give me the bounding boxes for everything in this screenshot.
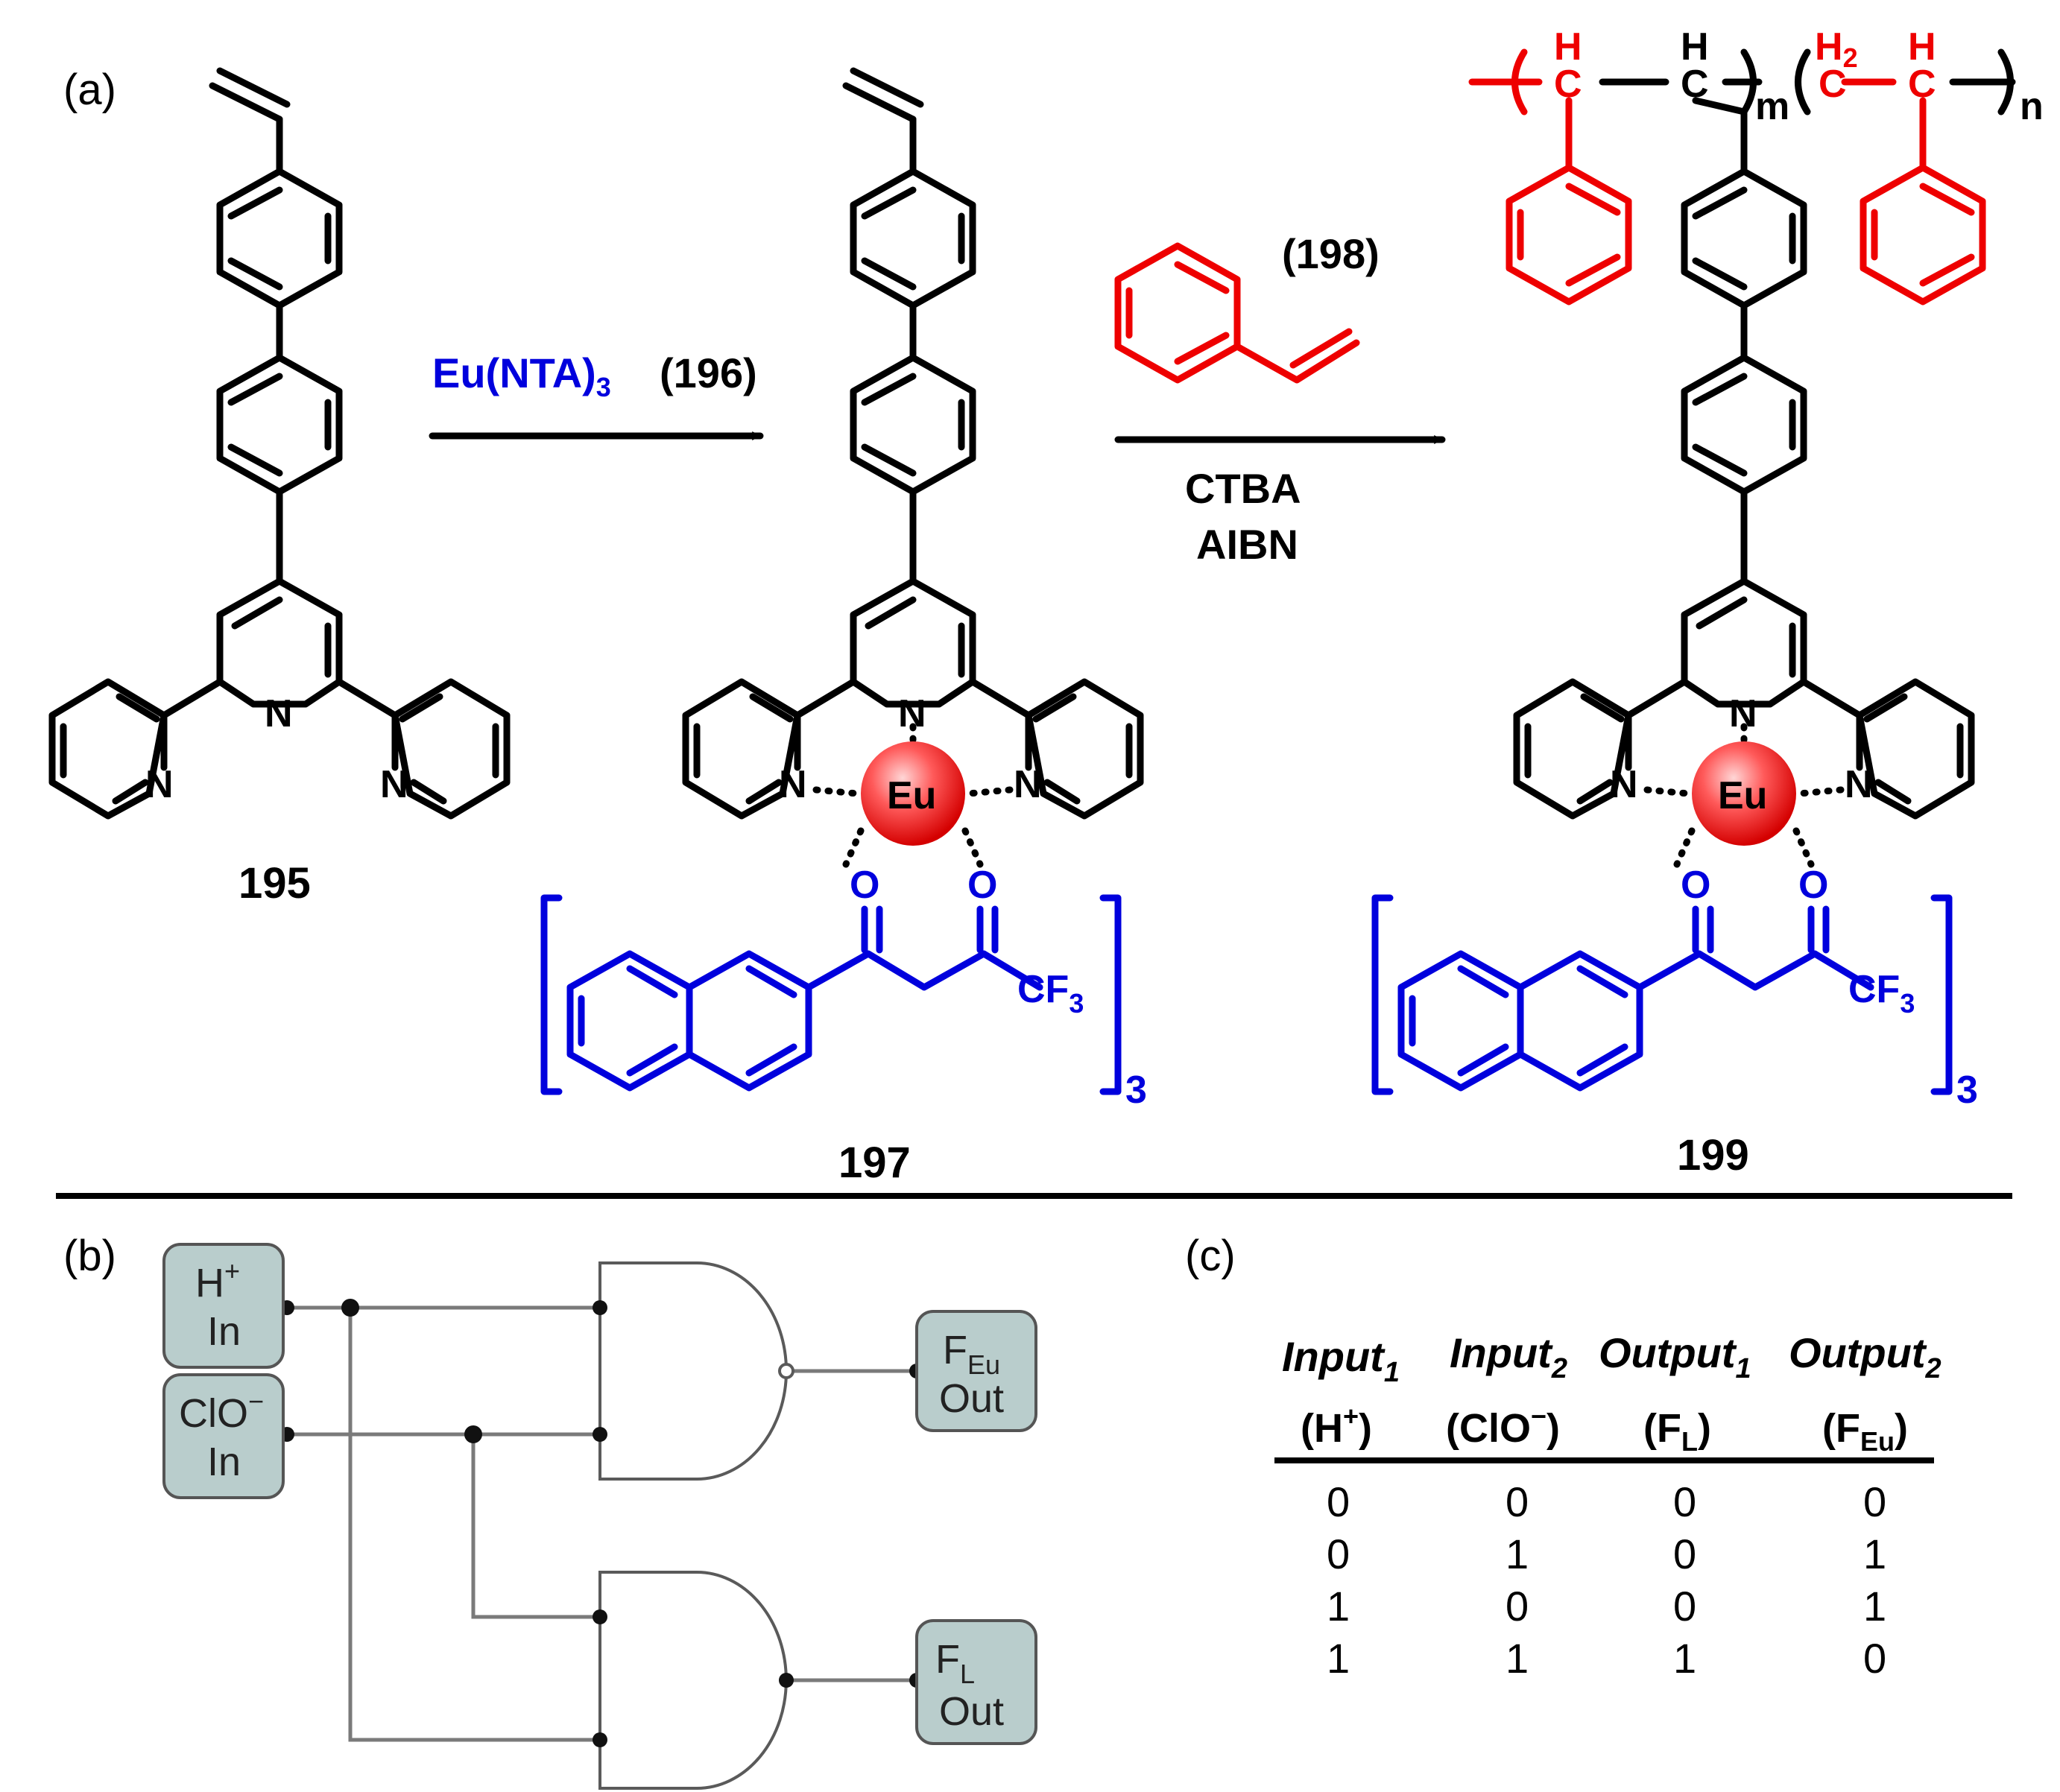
input-clo-box (162, 1373, 285, 1499)
atom-n-left-195: N (145, 763, 174, 806)
ntA-ligand-197 (540, 894, 1122, 1095)
cell-r1-c1: 0 (1327, 1478, 1350, 1525)
header-input-1: Input1 (1282, 1333, 1400, 1388)
eu-center-199 (1692, 741, 1796, 846)
output-fl-out: Out (939, 1689, 1004, 1734)
cell-r3-c3: 0 (1673, 1583, 1696, 1630)
atom-c-right1-199: C (1819, 63, 1847, 106)
cell-r3-c1: 1 (1327, 1583, 1350, 1630)
styrene-198 (1114, 242, 1360, 384)
atom-c-right2-199: C (1908, 63, 1936, 106)
subscript-n-199: n (2020, 85, 2044, 128)
input-h-plus-label: H+ (195, 1256, 240, 1305)
condition-aibn: AIBN (1196, 521, 1298, 568)
compound-195-label: 195 (238, 859, 311, 908)
cell-r2-c3: 0 (1673, 1530, 1696, 1577)
atom-o2-197: O (967, 864, 997, 907)
compound-197-label: 197 (838, 1139, 911, 1187)
condition-ctba: CTBA (1185, 465, 1301, 512)
atom-cf3-197: CF3 (1017, 968, 1084, 1019)
cell-r4-c3: 1 (1673, 1635, 1696, 1682)
reagent-198-id: (198) (1282, 230, 1380, 277)
atom-h-mid-199: H (1681, 25, 1709, 69)
output-feu-box (915, 1310, 1037, 1432)
input-h-plus-in: In (207, 1309, 241, 1354)
atom-o2-199: O (1798, 864, 1828, 907)
atom-n-left-199: N (1610, 763, 1638, 806)
header-sig-h: (H+) (1301, 1401, 1372, 1451)
atom-o1-199: O (1681, 864, 1710, 907)
atom-h2-199: H2 (1815, 25, 1858, 73)
atom-n-right-195: N (380, 763, 408, 806)
input-clo-in: In (207, 1440, 241, 1484)
atom-h-left-199: H (1554, 25, 1582, 69)
truth-table-body: 0 0 0 0 0 1 0 1 1 0 0 1 1 1 1 0 (1327, 1478, 1886, 1682)
header-input-2: Input2 (1450, 1329, 1567, 1384)
atom-h-right-199: H (1908, 25, 1936, 69)
cell-r1-c4: 0 (1863, 1478, 1886, 1525)
cell-r4-c1: 1 (1327, 1635, 1350, 1682)
cell-r2-c1: 0 (1327, 1530, 1350, 1577)
atom-c-mid-199: C (1681, 63, 1709, 106)
cell-r4-c2: 1 (1505, 1635, 1529, 1682)
reagent-196-id: (196) (660, 349, 757, 396)
header-sig-feu: (FEu) (1822, 1406, 1908, 1457)
panel-a-label: (a) (63, 66, 116, 114)
logic-circuit-wires (287, 1305, 917, 1742)
atom-o1-197: O (850, 864, 879, 907)
atom-n-central-195: N (265, 692, 293, 735)
cell-r3-c4: 1 (1863, 1583, 1886, 1630)
cell-r2-c4: 1 (1863, 1530, 1886, 1577)
reagent-196-name: Eu(NTA)3 (432, 349, 611, 402)
subscript-m-199: m (1755, 85, 1789, 128)
eu-center-197 (861, 741, 965, 846)
panel-c-label: (c) (1185, 1232, 1236, 1280)
polymer-backbone-199 (1468, 48, 2016, 305)
atom-eu-197: Eu (887, 774, 936, 817)
panel-b-label: (b) (63, 1232, 116, 1280)
header-sig-fl: (FL) (1643, 1406, 1711, 1457)
compound-197-structure (682, 67, 1144, 868)
compound-195-structure (48, 67, 511, 820)
atom-n-right-199: N (1845, 763, 1873, 806)
compound-199-label: 199 (1677, 1131, 1749, 1180)
cell-r1-c3: 0 (1673, 1478, 1696, 1525)
nand-bubble (778, 1363, 794, 1379)
input-clo-label: ClO− (179, 1386, 264, 1436)
atom-cf3-199: CF3 (1848, 968, 1915, 1019)
atom-n-central-199: N (1729, 692, 1757, 735)
cell-r1-c2: 0 (1505, 1478, 1529, 1525)
cell-r3-c2: 0 (1505, 1583, 1529, 1630)
nta-ligand-199 (1371, 894, 1953, 1095)
compound-199-structure (1513, 168, 1975, 868)
atom-eu-199: Eu (1718, 774, 1767, 817)
nand-gate-eu (598, 1261, 788, 1481)
output-feu-out: Out (939, 1376, 1004, 1421)
output-fl-label: FL (935, 1637, 975, 1689)
cell-r4-c4: 0 (1863, 1635, 1886, 1682)
bracket-sub-197: 3 (1125, 1068, 1147, 1112)
output-fl-box (915, 1619, 1037, 1745)
output-feu-label: FEu (943, 1328, 1000, 1380)
and-gate-l (598, 1571, 788, 1790)
input-h-plus-box (162, 1243, 285, 1369)
cell-r2-c2: 1 (1505, 1530, 1529, 1577)
atom-n-central-197: N (898, 692, 926, 735)
atom-c-left-199: C (1554, 63, 1582, 106)
header-output-2: Output2 (1789, 1329, 1941, 1384)
atom-n-left-197: N (779, 763, 807, 806)
header-output-1: Output1 (1599, 1329, 1751, 1384)
bracket-sub-199: 3 (1956, 1068, 1978, 1112)
atom-n-right-197: N (1014, 763, 1042, 806)
header-sig-clo: (ClO−) (1446, 1401, 1560, 1451)
